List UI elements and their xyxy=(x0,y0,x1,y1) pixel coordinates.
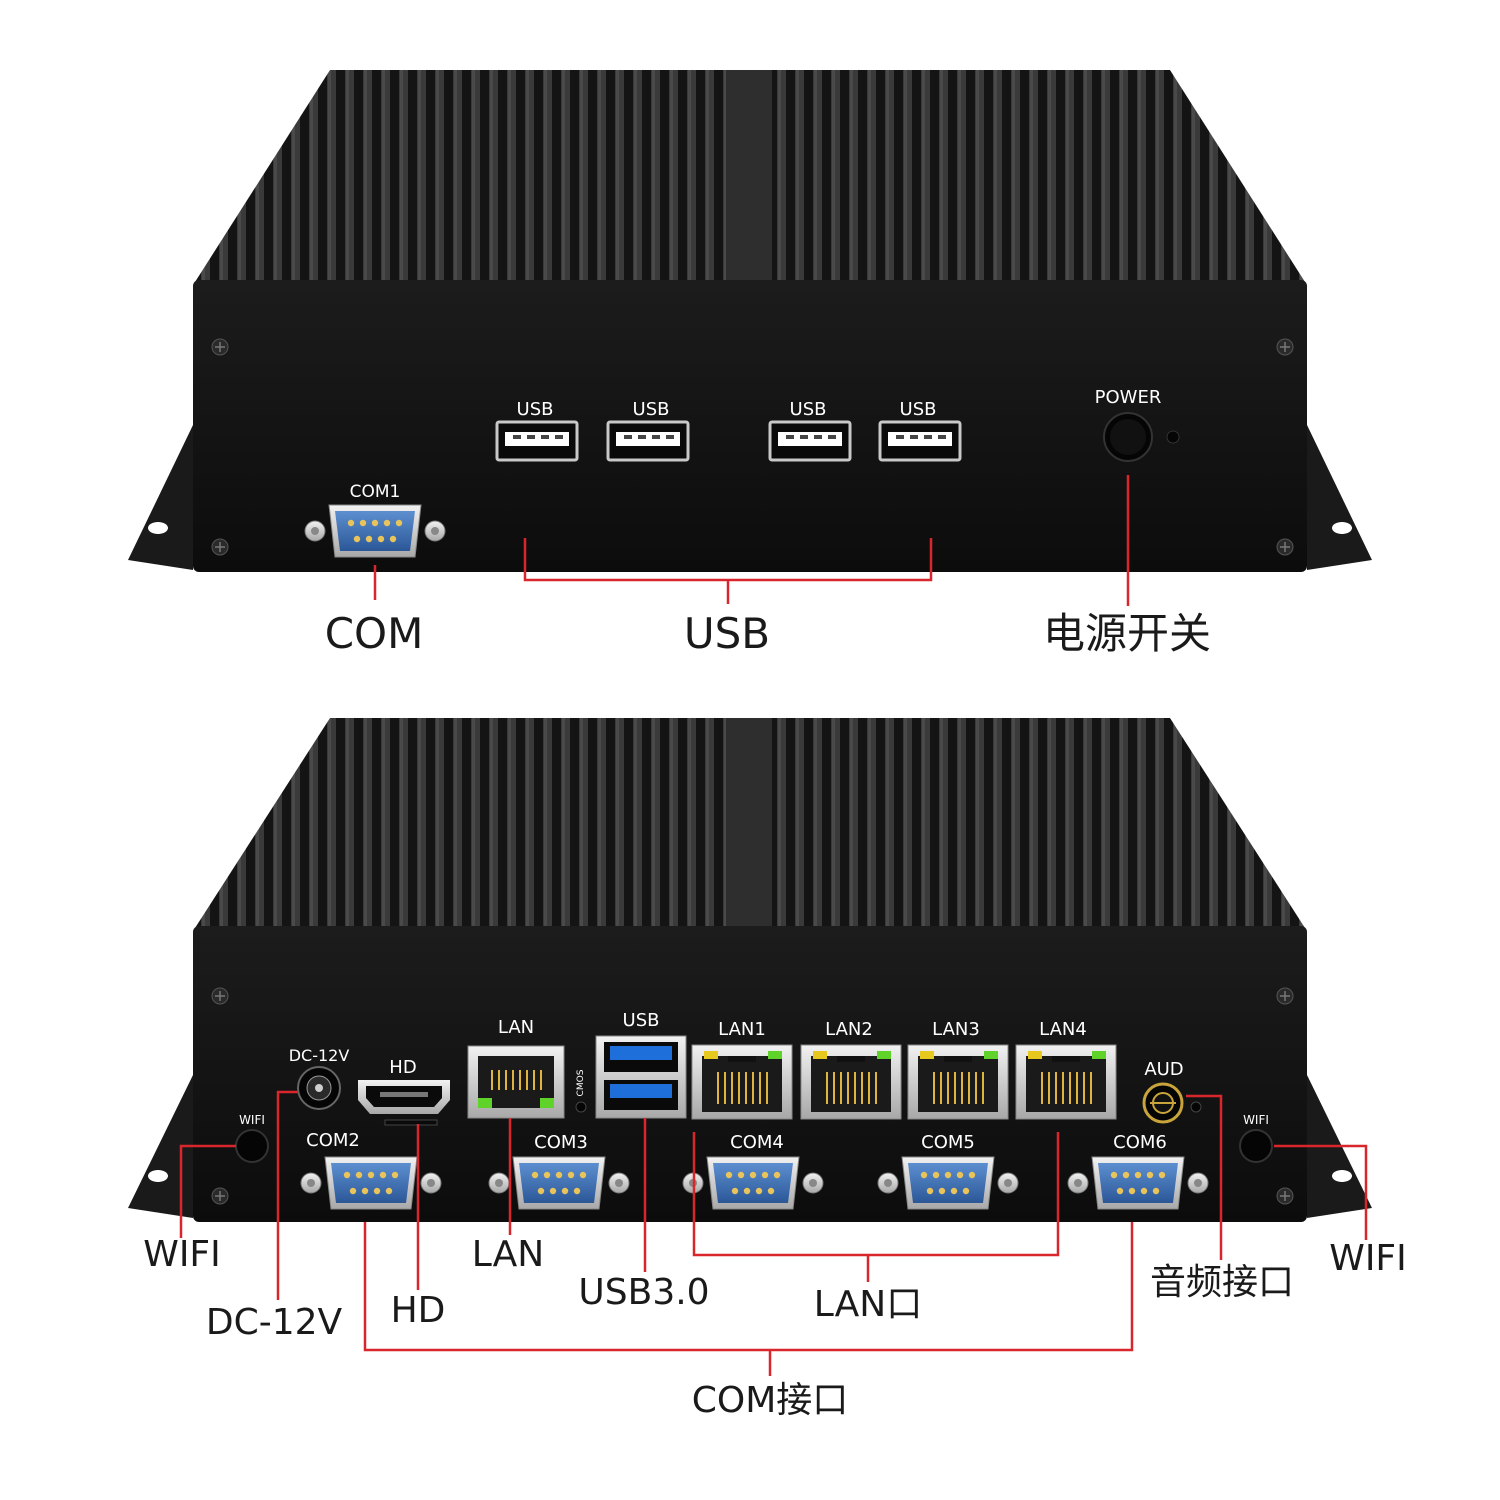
callout-com: COM xyxy=(325,609,424,658)
lan3-label: LAN3 xyxy=(932,1019,980,1040)
callout-power-switch: 电源开关 xyxy=(1043,609,1211,658)
power-led-icon xyxy=(1166,430,1180,444)
top-device: COM1 USB USB USB USB POWER xyxy=(128,70,1372,572)
callout-dc-12v: DC-12V xyxy=(206,1302,343,1343)
usb-label-1: USB xyxy=(517,399,554,420)
lan3-port xyxy=(907,1044,1009,1120)
usb-port-4 xyxy=(878,420,962,462)
com6-label: COM6 xyxy=(1113,1132,1167,1153)
bottom-callout-lines xyxy=(179,1090,1368,1376)
power-label: POWER xyxy=(1095,387,1162,408)
wifi-left-label: WIFI xyxy=(239,1113,265,1127)
lan-label: LAN xyxy=(498,1017,534,1038)
lan1-port xyxy=(691,1044,793,1120)
cmos-reset-icon xyxy=(575,1101,587,1113)
usb-label-2: USB xyxy=(633,399,670,420)
com4-label: COM4 xyxy=(730,1132,784,1153)
audio-jack-icon xyxy=(1142,1082,1184,1124)
lan-port xyxy=(467,1045,565,1119)
power-button xyxy=(1103,412,1153,462)
top-callout-lines xyxy=(373,475,1130,606)
usb-port-1 xyxy=(495,420,579,462)
mounting-bracket-right xyxy=(1307,425,1372,570)
wifi-right-label: WIFI xyxy=(1243,1113,1269,1127)
callout-hd: HD xyxy=(391,1290,446,1331)
com2-label: COM2 xyxy=(306,1130,360,1151)
mounting-bracket-left xyxy=(128,425,193,570)
usb-port-2 xyxy=(606,420,690,462)
usb-label-3: USB xyxy=(790,399,827,420)
lan2-label: LAN2 xyxy=(825,1019,873,1040)
usb3-port-stack xyxy=(595,1035,687,1119)
lan1-label: LAN1 xyxy=(718,1019,766,1040)
com3-label: COM3 xyxy=(534,1132,588,1153)
lan2-port xyxy=(800,1044,902,1120)
callout-wifi-right: WIFI xyxy=(1329,1238,1407,1279)
lan4-label: LAN4 xyxy=(1039,1019,1087,1040)
front-panel xyxy=(193,280,1307,572)
callout-com-ports: COM接口 xyxy=(692,1380,849,1421)
dc-label: DC-12V xyxy=(289,1046,350,1065)
com1-label: COM1 xyxy=(350,482,401,502)
wifi-left-antenna-icon xyxy=(235,1129,269,1163)
usb3-label: USB xyxy=(623,1010,660,1031)
bottom-device: WIFI DC-12V HD LAN xyxy=(128,718,1372,1222)
callout-audio: 音频接口 xyxy=(1150,1262,1294,1303)
mounting-bracket-left xyxy=(128,1075,193,1218)
hdmi-port xyxy=(358,1080,450,1126)
callout-wifi-left: WIFI xyxy=(143,1234,221,1275)
lan4-port xyxy=(1015,1044,1117,1120)
usb-port-3 xyxy=(768,420,852,462)
dc-jack-icon xyxy=(297,1066,341,1110)
usb-label-4: USB xyxy=(900,399,937,420)
cmos-label: CMOS xyxy=(576,1069,586,1096)
callout-usb: USB xyxy=(684,609,770,658)
com5-label: COM5 xyxy=(921,1132,975,1153)
callout-lan: LAN xyxy=(472,1234,544,1275)
callout-usb30: USB3.0 xyxy=(578,1272,709,1313)
hd-label: HD xyxy=(389,1057,416,1078)
wifi-right-antenna-icon xyxy=(1239,1129,1273,1163)
aud-label: AUD xyxy=(1144,1059,1183,1080)
callout-lan-ports: LAN口 xyxy=(814,1284,922,1325)
